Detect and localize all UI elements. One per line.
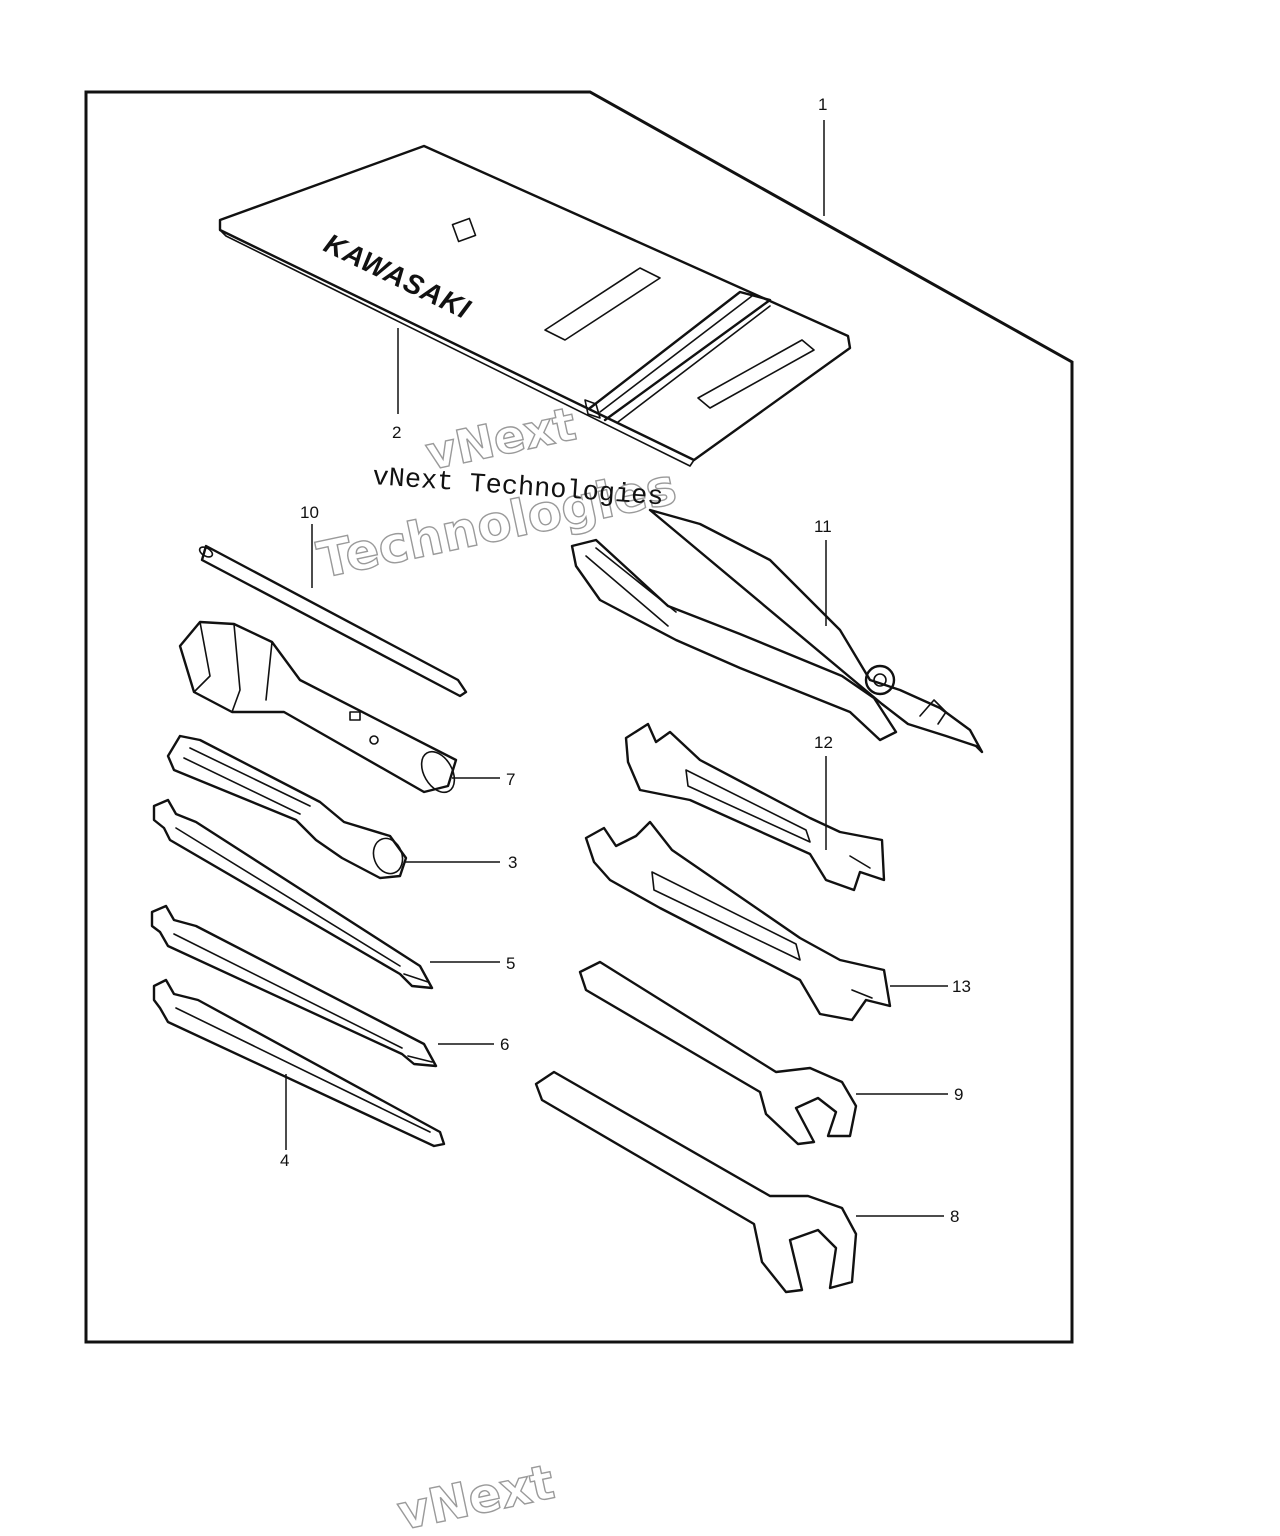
callout-6: 6 bbox=[500, 1035, 509, 1054]
open-wrench-9 bbox=[578, 960, 858, 1146]
pliers bbox=[570, 508, 984, 754]
callout-8: 8 bbox=[950, 1207, 959, 1226]
watermark-footer: vNext bbox=[393, 1454, 559, 1536]
callout-3: 3 bbox=[508, 853, 517, 872]
callout-12: 12 bbox=[814, 733, 833, 752]
callout-13: 13 bbox=[952, 977, 971, 996]
callout-10: 10 bbox=[300, 503, 319, 522]
spark-plug-wrench bbox=[178, 620, 458, 794]
phillips-bit-5 bbox=[152, 798, 434, 990]
kit-frame bbox=[84, 90, 1074, 1344]
phillips-bit-6 bbox=[150, 904, 438, 1068]
callout-2: 2 bbox=[392, 423, 401, 442]
screwdriver-handle bbox=[166, 734, 408, 880]
callout-numbers: 1 2 3 4 5 6 7 8 9 10 11 12 13 bbox=[280, 95, 971, 1226]
callout-7: 7 bbox=[506, 770, 515, 789]
tommy-bar bbox=[198, 544, 468, 698]
double-wrench-12 bbox=[624, 722, 886, 892]
pouch-logo: KAWASAKI bbox=[319, 228, 476, 326]
callout-9: 9 bbox=[954, 1085, 963, 1104]
callout-4: 4 bbox=[280, 1151, 289, 1170]
flat-bit-4 bbox=[152, 978, 446, 1148]
open-wrench-8 bbox=[534, 1070, 858, 1294]
callout-11: 11 bbox=[814, 517, 832, 536]
double-wrench-13 bbox=[584, 820, 892, 1022]
leader-lines bbox=[285, 120, 948, 1217]
callout-5: 5 bbox=[506, 954, 515, 973]
callout-1: 1 bbox=[818, 95, 827, 114]
